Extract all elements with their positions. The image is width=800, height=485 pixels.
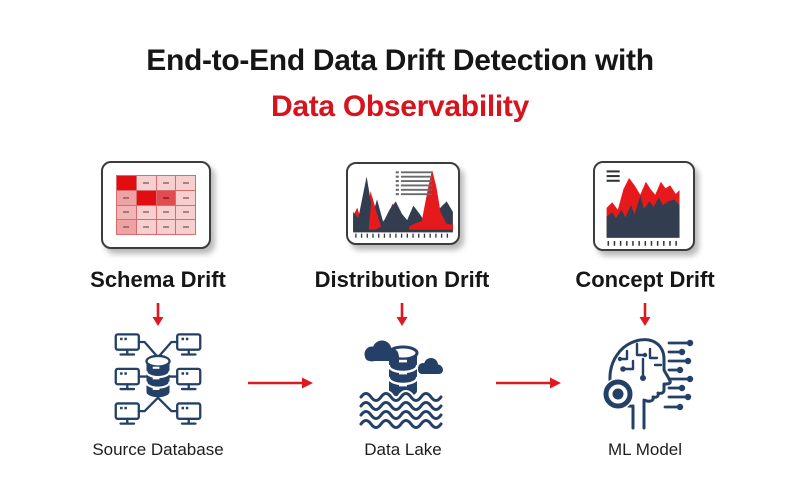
cloud-icon (364, 340, 399, 362)
monitor-icon (176, 333, 202, 356)
schema-grid-cell-light (176, 176, 195, 190)
schema-grid-cell-light (136, 220, 156, 234)
schema-grid-cell-medium (156, 190, 176, 205)
concept-chart-icon (606, 170, 681, 246)
right-arrow-icon (248, 377, 313, 389)
source-database-network-icon (114, 333, 202, 425)
source-database-label: Source Database (92, 440, 224, 459)
right-arrow-icon (496, 377, 561, 389)
distribution-chart-icon (353, 170, 453, 238)
down-arrow-icon (396, 303, 408, 326)
schema-grid (116, 175, 196, 235)
page-title-line2: Data Observability (270, 90, 530, 123)
schema-drift-label: Schema Drift (90, 267, 226, 292)
headphone-ring (602, 378, 634, 410)
schema-grid-cell-light (136, 205, 156, 220)
schema-grid-cell-dark (136, 190, 156, 205)
schema-grid-cell-light (156, 205, 176, 220)
schema-grid-cell-midlight (117, 205, 136, 220)
concept-drift-label: Concept Drift (575, 267, 715, 292)
schema-grid-cell-dark (117, 176, 136, 190)
distribution-drift-card (346, 162, 460, 245)
cloud-icon (418, 358, 443, 374)
database-icon (145, 354, 171, 398)
monitor-icon (176, 367, 202, 391)
waves-icon (357, 390, 445, 430)
page-title: End-to-End Data Drift Detection with Dat… (0, 38, 800, 130)
ml-model-label: ML Model (607, 440, 683, 459)
schema-grid-cell-light (156, 176, 176, 190)
data-lake-icon (357, 340, 445, 430)
menu-icon (606, 170, 620, 182)
monitor-icon (176, 402, 202, 425)
distribution-drift-label: Distribution Drift (314, 267, 490, 292)
schema-grid-cell-mid (117, 190, 136, 205)
down-arrow-icon (639, 303, 651, 326)
schema-grid-cell-light (176, 205, 195, 220)
schema-drift-card (101, 161, 211, 249)
page-title-line1: End-to-End Data Drift Detection with (146, 44, 654, 77)
circuit-lines (663, 339, 694, 411)
circuit-brain (617, 342, 663, 381)
schema-grid-cell-light (176, 190, 195, 205)
monitor-icon (114, 333, 140, 356)
schema-grid-cell-mid (117, 220, 136, 234)
head-outline (608, 338, 672, 430)
schema-grid-cell-light (136, 176, 156, 190)
monitor-icon (114, 367, 140, 391)
schema-grid-cell-light (176, 220, 195, 234)
schema-grid-cell-light (156, 220, 176, 234)
chart-legend-lines (395, 171, 433, 196)
data-lake-label: Data Lake (364, 440, 442, 459)
concept-drift-card (593, 161, 695, 251)
ml-model-head-icon (602, 338, 694, 430)
down-arrow-icon (152, 303, 164, 326)
chart-x-axis (353, 229, 453, 233)
monitor-icon (114, 402, 140, 425)
